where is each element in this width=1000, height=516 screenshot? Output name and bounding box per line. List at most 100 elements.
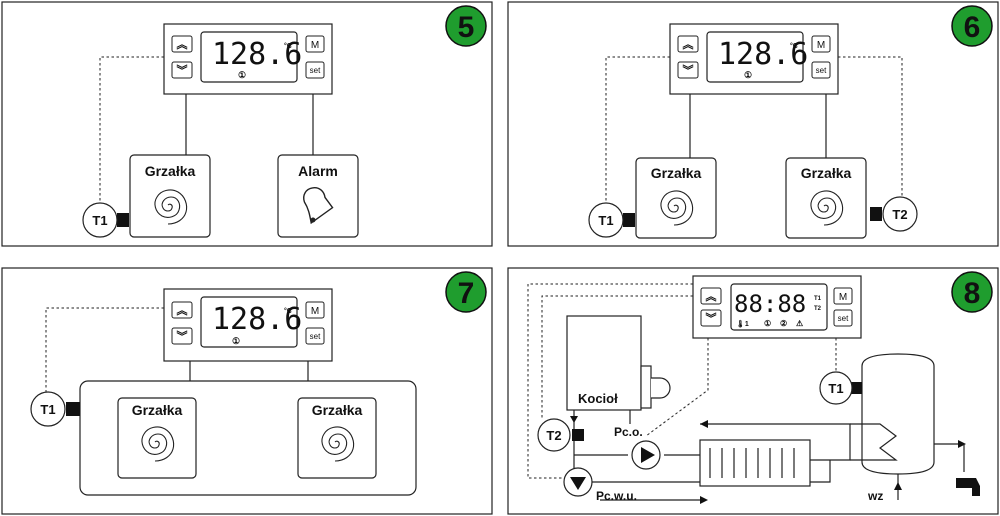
panel-number-badge (951, 271, 993, 313)
panel-7: ︽ ︾ 128.6 °C ① M set T1 Grzałka Grzałka … (1, 267, 493, 515)
m-button[interactable] (811, 35, 831, 53)
flow-arrow-icon (570, 416, 578, 423)
lcd-display (200, 296, 298, 348)
heater-1-label: Grzałka (651, 165, 702, 181)
sensor-1-probe (850, 382, 862, 394)
sensor-label: T1 (40, 402, 55, 417)
up-icon: ︽ (706, 291, 717, 303)
m-button-label: M (839, 292, 847, 303)
heater-1-label: Grzałka (132, 402, 183, 418)
heater-1-box (117, 397, 197, 479)
boiler-label: Kocioł (578, 391, 618, 406)
m-button[interactable] (833, 287, 853, 305)
up-button[interactable] (171, 35, 193, 53)
panel-6: ︽ ︾ 128.6 °C ① M set Grzałka T1 Grzałka … (507, 1, 999, 247)
pump-cwu-icon (570, 477, 586, 490)
panel-number-badge (951, 5, 993, 47)
display-value: 88:88 (734, 290, 806, 318)
down-button[interactable] (171, 61, 193, 79)
sensor-2-line (838, 56, 903, 200)
sensor-t2 (882, 196, 918, 232)
panel-5: ︽ ︾ 128.6 °C ① M set Grzałka T1 Alarm (1, 1, 493, 247)
set-button-label: set (816, 66, 827, 75)
controller: ︽ ︾ 128.6 °C ① M set (163, 288, 333, 362)
set-button-label: set (838, 314, 849, 323)
down-icon: ︾ (177, 63, 188, 77)
set-button-label: set (310, 66, 321, 75)
sensor-2-label: T2 (892, 207, 907, 222)
lcd-display (706, 31, 804, 83)
t1-indicator: T1 (814, 296, 822, 302)
heater-2-label: Grzałka (801, 165, 852, 181)
down-button[interactable] (677, 61, 699, 79)
down-button[interactable] (171, 327, 193, 345)
up-icon: ︽ (683, 39, 694, 51)
panel-number: 8 (964, 277, 981, 310)
heater-box (129, 154, 211, 238)
sensor-line (99, 56, 164, 203)
set-button[interactable] (811, 61, 831, 79)
pump-co-label: Pc.o. (614, 425, 643, 439)
heater-2-label: Grzałka (312, 402, 363, 418)
sensor-t1 (819, 371, 853, 405)
radiator-fins (709, 448, 795, 478)
flow-arrow-icon (700, 496, 708, 504)
display-value: 128.6 (718, 37, 808, 72)
m-button[interactable] (305, 35, 325, 53)
alarm-box (277, 154, 359, 238)
heater-2-box (297, 397, 377, 479)
down-button[interactable] (700, 309, 722, 327)
set-button[interactable] (305, 327, 325, 345)
tap-icon (956, 478, 980, 496)
sensor-t1 (588, 202, 624, 238)
panel-number: 6 (964, 11, 981, 44)
indicator-1: ① (232, 336, 240, 346)
sensor-label: T1 (92, 213, 107, 228)
down-icon: ︾ (683, 63, 694, 77)
m-button-label: M (817, 40, 825, 51)
thermometer-icon: 🌡1 (736, 319, 749, 328)
burner-icon (651, 377, 671, 399)
down-icon: ︾ (706, 311, 717, 325)
indicator-1: ① (238, 70, 246, 80)
tank-coil (850, 423, 898, 461)
panel-8: ︽ ︾ 88:88 T1 T2 🌡1 ① ② ⚠ M set Kocioł (507, 267, 999, 515)
pump-cwu-label: Pc.w.u. (596, 489, 637, 503)
down-icon: ︾ (177, 329, 188, 343)
radiator (699, 439, 811, 487)
panel-number-badge (445, 271, 487, 313)
sensor-1-label: T1 (828, 381, 843, 396)
controller: ︽ ︾ 128.6 °C ① M set (669, 23, 839, 95)
boiler-body (566, 315, 642, 411)
heater-label: Grzałka (145, 163, 196, 179)
up-icon: ︽ (177, 305, 188, 317)
up-button[interactable] (700, 287, 722, 305)
sensor-t2-line (541, 295, 693, 418)
set-button[interactable] (305, 61, 325, 79)
sensor-t2 (537, 418, 571, 452)
up-button[interactable] (171, 301, 193, 319)
t2-indicator: T2 (814, 306, 822, 312)
sensor-t1 (82, 202, 118, 238)
cwu-pipe (592, 460, 831, 483)
inlet-label: wz (867, 489, 883, 503)
sensor-t1 (30, 391, 66, 427)
display-unit: °C (284, 42, 292, 50)
sensor-2-label: T2 (546, 428, 561, 443)
indicator-1: ① (764, 319, 771, 328)
panel-number-badge (445, 5, 487, 47)
panel-number: 7 (458, 277, 475, 310)
boiler-burner (640, 365, 652, 409)
display-value: 128.6 (212, 37, 302, 72)
lcd-display (200, 31, 298, 83)
m-button[interactable] (305, 301, 325, 319)
flow-arrow-icon (958, 440, 966, 448)
up-button[interactable] (677, 35, 699, 53)
set-button[interactable] (833, 309, 853, 327)
bell-icon (303, 186, 334, 225)
lcd-display (730, 283, 828, 331)
set-button-label: set (310, 332, 321, 341)
warning-icon: ⚠ (796, 319, 803, 328)
display-unit: °C (284, 307, 292, 315)
